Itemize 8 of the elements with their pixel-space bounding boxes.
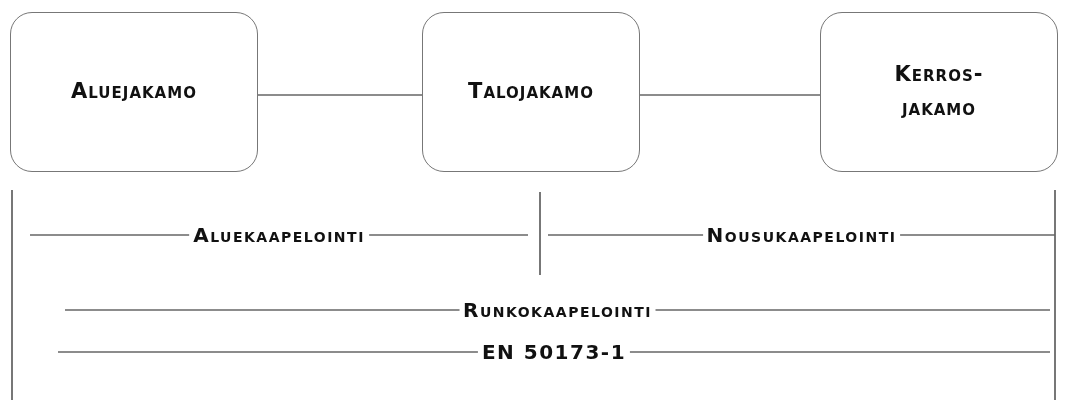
- node-label: Aluejakamo: [71, 78, 197, 106]
- connector-line: [639, 94, 821, 96]
- rounded-box: [422, 12, 640, 172]
- rounded-box: [10, 12, 258, 172]
- node-label: Talojakamo: [468, 78, 594, 106]
- node-label: Kerros- jakamo: [893, 61, 985, 122]
- connector-line: [257, 94, 423, 96]
- rounded-box: [820, 12, 1058, 172]
